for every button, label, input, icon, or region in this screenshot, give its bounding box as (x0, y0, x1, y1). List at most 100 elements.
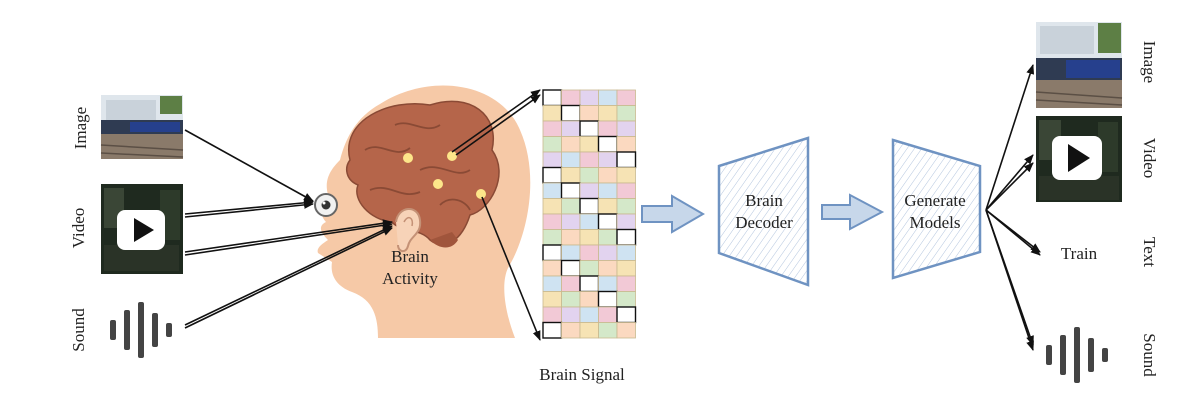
generate-models-block (891, 138, 982, 280)
play-icon (1068, 144, 1090, 172)
signal-cell (598, 182, 618, 199)
signal-cell (598, 120, 618, 137)
signal-cell (579, 120, 600, 138)
signal-cell (616, 244, 636, 261)
signal-cell (561, 244, 581, 261)
signal-cell (542, 136, 562, 153)
signal-cell (561, 213, 581, 230)
flow-arrow-2 (821, 193, 885, 231)
signal-cell (598, 229, 618, 246)
generator-line2: Models (909, 213, 961, 232)
signal-cell (598, 151, 618, 168)
signal-cell (598, 105, 618, 122)
output-sound-label: Sound (1140, 333, 1159, 377)
signal-cell (616, 182, 636, 199)
signal-cell (598, 322, 618, 339)
signal-cell (542, 321, 563, 339)
signal-cell (542, 213, 562, 230)
signal-cell (616, 120, 636, 137)
signal-cell (561, 306, 581, 323)
signal-cell (561, 151, 581, 168)
output-image-thumbnail (1035, 22, 1123, 108)
ear-icon (395, 208, 422, 253)
signal-cell (616, 167, 636, 184)
signal-cell (542, 291, 562, 308)
play-icon (134, 218, 154, 242)
signal-cell (561, 136, 581, 153)
output-arrows (985, 64, 1041, 351)
signal-cell (561, 167, 581, 184)
generator-line1: Generate (904, 191, 966, 210)
output-image-label: Image (1140, 40, 1159, 84)
signal-cell (542, 198, 562, 215)
signal-cell (579, 275, 600, 293)
signal-cell (542, 166, 563, 184)
output-text-label: Text (1140, 237, 1159, 267)
signal-cell (616, 291, 636, 308)
brain-illustration (345, 100, 500, 248)
signal-cell (542, 120, 562, 137)
signal-cell (579, 260, 599, 277)
signal-cell (597, 135, 618, 153)
eye-icon (314, 193, 338, 217)
brain-activity-line2: Activity (382, 269, 438, 288)
signal-cell (579, 182, 599, 199)
signal-cell (561, 322, 581, 339)
signal-cell (561, 198, 581, 215)
input-video-label: Video (69, 207, 88, 249)
signal-cell (616, 105, 636, 122)
signal-cell (561, 275, 581, 292)
signal-cell (616, 136, 636, 153)
signal-cell (579, 105, 599, 122)
output-sound-wave-icon (1046, 327, 1108, 383)
signal-cell (597, 290, 618, 308)
input-sound-label: Sound (69, 308, 88, 352)
signal-cell (579, 229, 599, 246)
decoder-line2: Decoder (735, 213, 793, 232)
signal-cell (579, 197, 600, 215)
signal-cell (616, 89, 636, 106)
input-image-label: Image (71, 106, 90, 150)
signal-cell (579, 136, 599, 153)
signal-cell (542, 151, 562, 168)
brain-signal-grid (542, 89, 637, 339)
signal-cell (542, 306, 562, 323)
brain-signal-label: Brain Signal (539, 365, 625, 384)
signal-cell (560, 182, 581, 200)
signal-cell (542, 105, 562, 122)
signal-cell (561, 229, 581, 246)
signal-cell (542, 275, 562, 292)
signal-cell (579, 322, 599, 339)
signal-cell (598, 89, 618, 106)
signal-cell (579, 151, 599, 168)
brain-decoder-block (717, 136, 810, 287)
signal-cell (598, 198, 618, 215)
signal-cell (542, 182, 562, 199)
signal-cell (616, 151, 637, 169)
decoder-line1: Brain (745, 191, 783, 210)
signal-cell (616, 306, 637, 324)
input-video-thumbnail (101, 184, 183, 274)
input-image-thumbnail (100, 95, 184, 159)
input-sound-wave-icon (110, 302, 172, 358)
signal-cell (616, 275, 636, 292)
brain-activity-line1: Brain (391, 247, 429, 266)
signal-cell (598, 260, 618, 277)
output-text-value: Train (1060, 244, 1098, 263)
signal-cell (542, 89, 563, 107)
signal-cell (616, 260, 636, 277)
signal-arrows (451, 89, 541, 341)
signal-cell (579, 291, 599, 308)
signal-cell (542, 260, 562, 277)
signal-cell (561, 89, 581, 106)
signal-cell (542, 229, 562, 246)
output-video-label: Video (1140, 137, 1159, 179)
brain-activity-label: Brain Activity (365, 246, 455, 290)
brain-decoder-label: Brain Decoder (722, 190, 806, 234)
signal-cell (597, 213, 618, 231)
signal-cell (579, 306, 599, 323)
signal-cell (579, 167, 599, 184)
signal-cell (561, 291, 581, 308)
